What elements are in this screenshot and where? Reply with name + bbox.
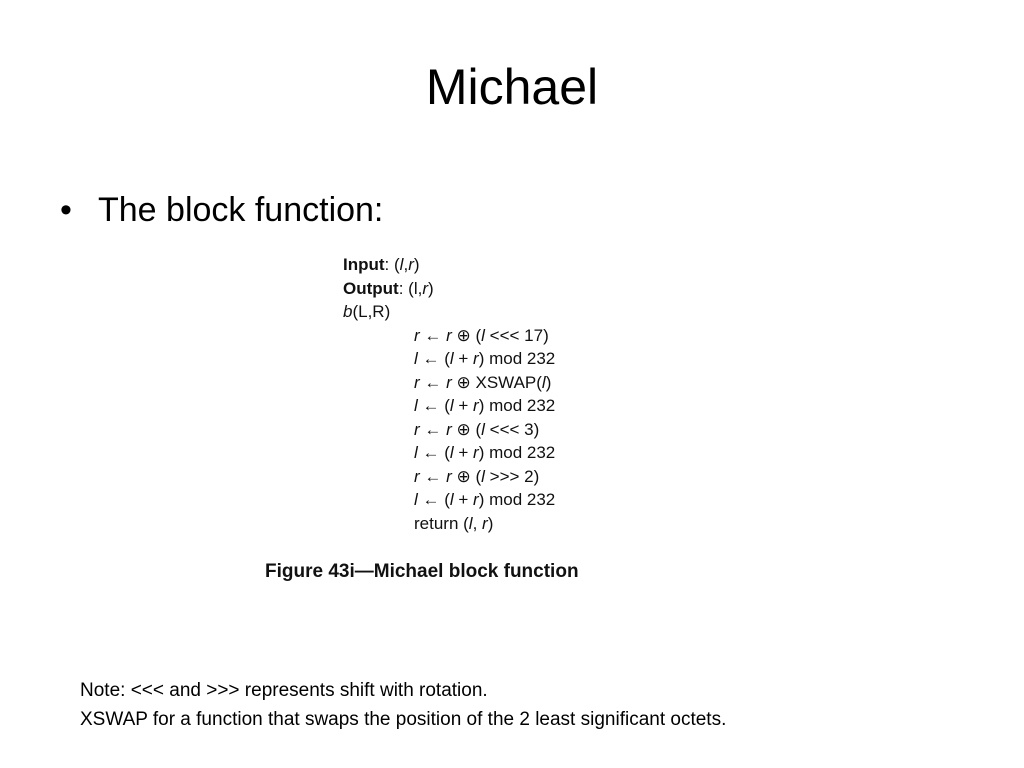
figure-input-line: Input: (l,r) xyxy=(343,255,420,274)
block-function-figure: Input: (l,r) Output: (l,r) b(L,R) r ← r … xyxy=(343,253,643,535)
figure-step: r ← r ⊕ XSWAP(l) xyxy=(414,372,552,392)
figure-step: r ← r ⊕ (l <<< 3) xyxy=(414,419,540,439)
output-keyword: Output xyxy=(343,278,399,298)
figure-function-signature: b(L,R) xyxy=(343,300,643,324)
figure-output-line: Output: (l,r) xyxy=(343,278,434,298)
figure-step: r ← r ⊕ (l >>> 2) xyxy=(414,466,540,486)
function-name: b xyxy=(343,302,353,321)
note-line-xswap: XSWAP for a function that swaps the posi… xyxy=(80,709,727,730)
figure-step: r ← r ⊕ (l <<< 17) xyxy=(414,325,549,345)
figure-caption: Figure 43i—Michael block function xyxy=(265,561,579,582)
bullet-item: • The block function: xyxy=(60,191,384,229)
slide-title: Michael xyxy=(425,59,599,115)
note-block: Note: <<< and >>> represents shift with … xyxy=(80,676,726,734)
note-line-rotation: Note: <<< and >>> represents shift with … xyxy=(80,680,488,701)
bullet-text: The block function: xyxy=(98,191,384,229)
figure-step: l ← (l + r) mod 232 xyxy=(414,349,556,368)
figure-step: l ← (l + r) mod 232 xyxy=(414,443,556,462)
figure-return-line: return (l, r) xyxy=(414,513,494,533)
figure-step: l ← (l + r) mod 232 xyxy=(414,396,556,415)
function-args: (L,R) xyxy=(352,302,391,321)
input-keyword: Input xyxy=(343,255,385,274)
figure-step: l ← (l + r) mod 232 xyxy=(414,490,556,509)
bullet-symbol: • xyxy=(60,191,72,229)
